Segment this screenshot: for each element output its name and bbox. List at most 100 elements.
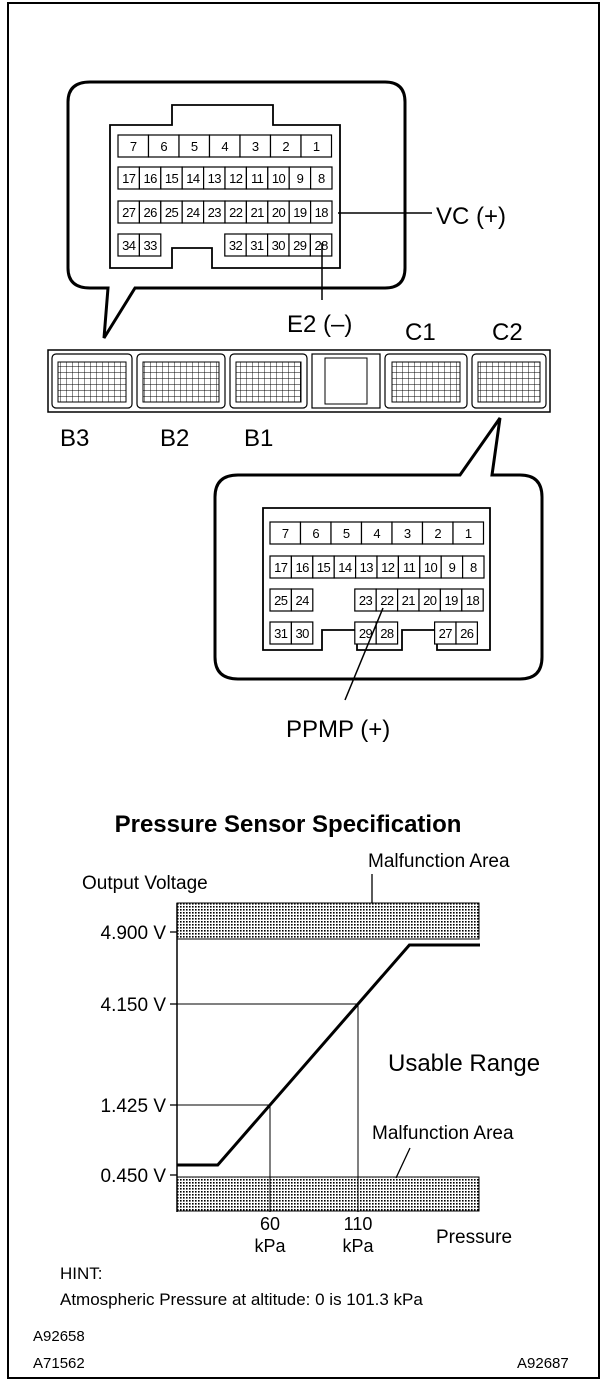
chart-title: Pressure Sensor Specification: [115, 811, 462, 838]
lower-pin-13: 13: [355, 555, 378, 579]
svg-text:23: 23: [359, 593, 373, 608]
svg-text:31: 31: [250, 238, 264, 253]
svg-text:31: 31: [274, 626, 288, 641]
upper-pin-29: 29: [288, 233, 311, 257]
hint-text: Atmospheric Pressure at altitude: 0 is 1…: [60, 1290, 423, 1309]
svg-text:8: 8: [470, 560, 477, 575]
svg-text:17: 17: [122, 171, 136, 186]
svg-text:1: 1: [313, 139, 320, 154]
svg-text:30: 30: [272, 238, 286, 253]
svg-text:4.900 V: 4.900 V: [101, 923, 167, 944]
svg-text:kPa: kPa: [342, 1236, 374, 1256]
upper-pin-5: 5: [178, 134, 211, 158]
svg-text:3: 3: [252, 139, 259, 154]
svg-text:28: 28: [380, 626, 394, 641]
upper-pin-32: 32: [224, 233, 247, 257]
lower-pin-1: 1: [452, 521, 485, 545]
malfunction-low-label: Malfunction Area: [372, 1123, 514, 1144]
upper-pin-3: 3: [239, 134, 272, 158]
svg-text:3: 3: [404, 526, 411, 541]
svg-text:kPa: kPa: [254, 1236, 286, 1256]
lower-pin-11: 11: [397, 555, 421, 579]
svg-text:11: 11: [251, 171, 264, 186]
upper-pin-25: 25: [160, 200, 183, 224]
ppmp-leader-line: [344, 607, 384, 701]
svg-text:1.425 V: 1.425 V: [101, 1096, 167, 1117]
lower-pin-9: 9: [440, 555, 464, 579]
upper-pin-30: 30: [267, 233, 290, 257]
upper-pin-21: 21: [245, 200, 269, 224]
lower-pin-17: 17: [269, 555, 292, 579]
svg-text:14: 14: [338, 560, 352, 575]
svg-text:22: 22: [229, 205, 243, 220]
upper-pin-34: 34: [117, 233, 140, 257]
svg-text:16: 16: [143, 171, 157, 186]
y-tick-3: 0.450 V: [101, 1166, 177, 1187]
upper-pin-1: 1: [300, 134, 333, 158]
svg-text:27: 27: [122, 205, 136, 220]
lower-pin-2: 2: [421, 521, 454, 545]
svg-text:24: 24: [186, 205, 200, 220]
lower-pin-21: 21: [397, 588, 420, 612]
svg-text:12: 12: [381, 560, 395, 575]
svg-text:17: 17: [274, 560, 288, 575]
lower-pin-22: 22: [375, 588, 399, 612]
x-axis-label: Pressure: [436, 1227, 512, 1248]
svg-text:6: 6: [160, 139, 167, 154]
svg-text:110: 110: [344, 1214, 373, 1234]
svg-text:20: 20: [272, 205, 286, 220]
malfunction-low-band: [176, 1176, 480, 1212]
figure-code-left-bottom: A71562: [33, 1355, 85, 1372]
upper-pin-9: 9: [288, 166, 312, 190]
figure-code-right-bottom: A92687: [517, 1355, 569, 1372]
lower-pin-26: 26: [455, 621, 478, 645]
svg-text:25: 25: [274, 593, 288, 608]
hint-heading: HINT:: [60, 1264, 103, 1283]
upper-pin-28: 28: [309, 233, 333, 257]
svg-text:16: 16: [295, 560, 309, 575]
lower-pin-3: 3: [391, 521, 424, 545]
lower-pin-12: 12: [376, 555, 399, 579]
lower-pin-28: 28: [375, 621, 399, 645]
svg-text:4: 4: [221, 139, 228, 154]
svg-text:19: 19: [444, 593, 458, 608]
svg-text:27: 27: [439, 626, 453, 641]
lower-pin-5: 5: [330, 521, 363, 545]
svg-text:13: 13: [208, 171, 222, 186]
y-tick-1: 4.150 V: [101, 995, 177, 1016]
svg-text:30: 30: [295, 626, 309, 641]
upper-pin-10: 10: [267, 166, 290, 190]
svg-text:4.150 V: 4.150 V: [101, 995, 167, 1016]
svg-text:21: 21: [402, 593, 416, 608]
svg-text:26: 26: [143, 205, 157, 220]
svg-text:2: 2: [434, 526, 441, 541]
svg-text:7: 7: [130, 139, 137, 154]
svg-text:25: 25: [165, 205, 179, 220]
upper-pin-11: 11: [245, 166, 269, 190]
y-tick-0: 4.900 V: [101, 923, 177, 944]
svg-text:5: 5: [343, 526, 350, 541]
upper-pin-23: 23: [203, 200, 226, 224]
svg-text:12: 12: [229, 171, 243, 186]
sensor-output-line: [177, 943, 480, 1167]
svg-text:0.450 V: 0.450 V: [101, 1166, 167, 1187]
figure-code-left-top: A92658: [33, 1328, 85, 1345]
upper-pin-26: 26: [138, 200, 162, 224]
lower-pin-27: 27: [434, 621, 457, 645]
svg-text:18: 18: [466, 593, 480, 608]
vc-label: VC (+): [436, 203, 506, 230]
y-axis-label: Output Voltage: [82, 873, 208, 894]
svg-text:10: 10: [424, 560, 438, 575]
ecu-body: [47, 349, 551, 413]
svg-text:14: 14: [186, 171, 200, 186]
svg-text:34: 34: [122, 238, 136, 253]
upper-pin-16: 16: [138, 166, 162, 190]
upper-pin-20: 20: [267, 200, 290, 224]
svg-text:32: 32: [229, 238, 243, 253]
upper-pin-7: 7: [117, 134, 150, 158]
ppmp-label: PPMP (+): [286, 716, 390, 743]
